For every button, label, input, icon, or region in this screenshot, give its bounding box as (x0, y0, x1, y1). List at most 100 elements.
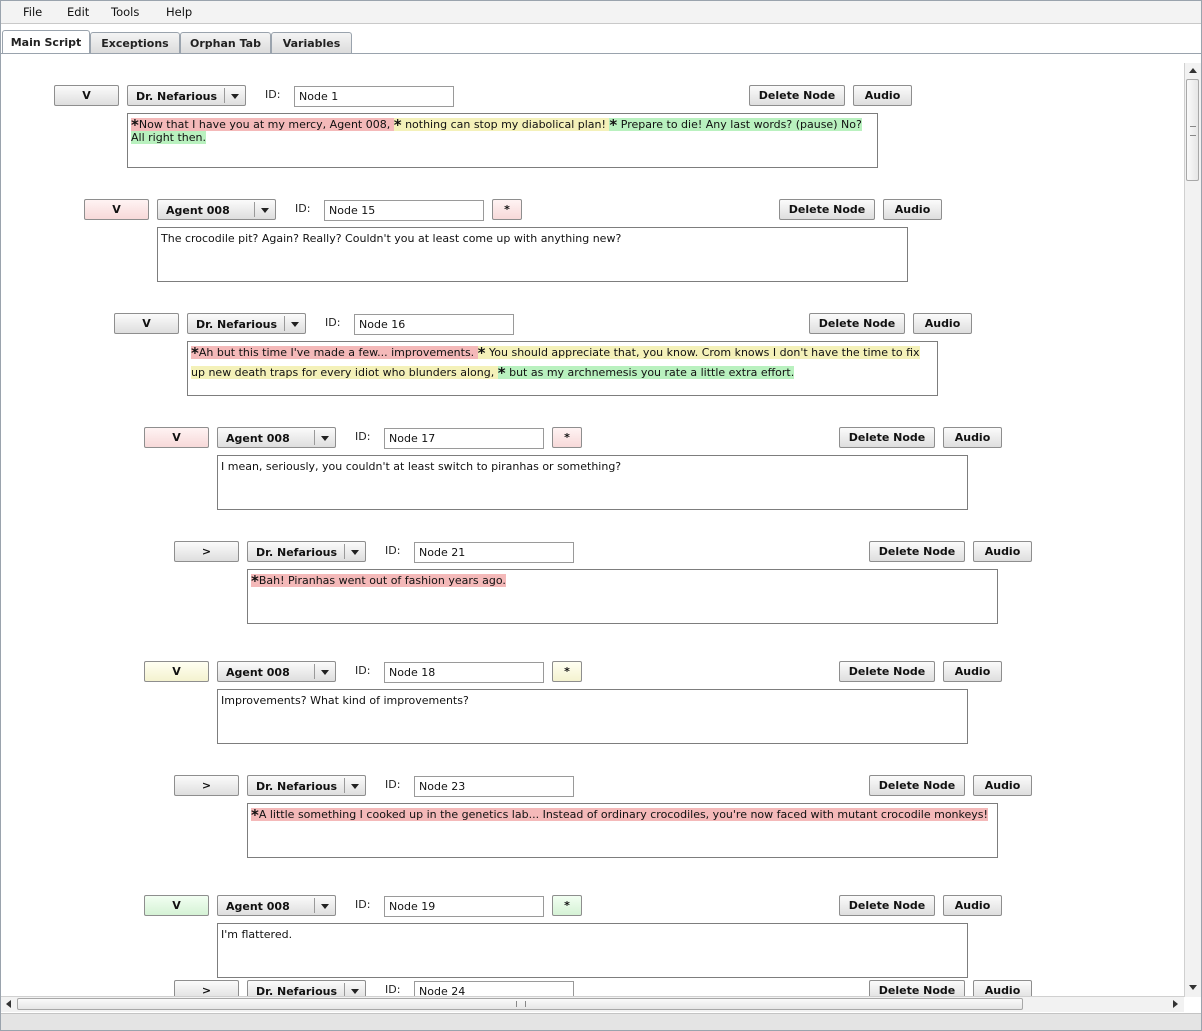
delete-node-button[interactable]: Delete Node (839, 427, 935, 448)
vertical-scroll-thumb[interactable] (1186, 79, 1199, 181)
dialogue-text-area[interactable]: *Bah! Piranhas went out of fashion years… (247, 569, 998, 624)
menu-tools[interactable]: Tools (111, 5, 140, 19)
dialogue-text-area[interactable]: *Ah but this time I've made a few... imp… (187, 341, 938, 396)
expand-toggle-button[interactable]: > (174, 541, 239, 562)
expand-toggle-button[interactable]: V (144, 895, 209, 916)
expand-toggle-button[interactable]: V (84, 199, 149, 220)
segment-text: The crocodile pit? Again? Really? Couldn… (161, 232, 622, 245)
star-button[interactable]: * (552, 427, 582, 448)
node-id-field[interactable]: Node 15 (324, 200, 484, 221)
speaker-dropdown[interactable]: Agent 008 (217, 661, 336, 682)
tab-main-script[interactable]: Main Script (2, 30, 90, 53)
audio-button[interactable]: Audio (913, 313, 972, 334)
dropdown-separator (224, 88, 225, 103)
status-bar (1, 1013, 1201, 1030)
id-label: ID: (385, 983, 401, 996)
expand-toggle-button[interactable]: V (54, 85, 119, 106)
speaker-dropdown[interactable]: Agent 008 (217, 427, 336, 448)
tab-orphan-tab[interactable]: Orphan Tab (180, 32, 271, 53)
speaker-dropdown[interactable]: Dr. Nefarious (247, 980, 366, 996)
speaker-dropdown[interactable]: Agent 008 (217, 895, 336, 916)
segment-text: but as my archnemesis you rate a little … (505, 366, 795, 379)
node-id-field[interactable]: Node 21 (414, 542, 574, 563)
vertical-scrollbar[interactable] (1184, 63, 1201, 997)
speaker-dropdown[interactable]: Agent 008 (157, 199, 276, 220)
delete-node-button[interactable]: Delete Node (869, 775, 965, 796)
dropdown-separator (344, 778, 345, 793)
scroll-right-icon[interactable] (1173, 1000, 1178, 1008)
speaker-name: Dr. Nefarious (256, 780, 338, 793)
delete-node-button[interactable]: Delete Node (809, 313, 905, 334)
chevron-down-icon (351, 784, 359, 789)
dropdown-separator (284, 316, 285, 331)
scroll-left-icon[interactable] (6, 1000, 11, 1008)
audio-button[interactable]: Audio (973, 541, 1032, 562)
horizontal-scrollbar[interactable] (1, 996, 1184, 1012)
expand-toggle-button[interactable]: V (144, 661, 209, 682)
dialogue-text-area[interactable]: I mean, seriously, you couldn't at least… (217, 455, 968, 510)
delete-node-button[interactable]: Delete Node (749, 85, 845, 106)
id-label: ID: (265, 88, 281, 101)
star-button[interactable]: * (552, 895, 582, 916)
dropdown-separator (254, 202, 255, 217)
expand-toggle-button[interactable]: > (174, 980, 239, 996)
tab-exceptions[interactable]: Exceptions (90, 32, 180, 53)
delete-node-button[interactable]: Delete Node (839, 661, 935, 682)
node-id-field[interactable]: Node 17 (384, 428, 544, 449)
speaker-dropdown[interactable]: Dr. Nefarious (127, 85, 246, 106)
chevron-down-icon (321, 670, 329, 675)
node-id-field[interactable]: Node 19 (384, 896, 544, 917)
expand-toggle-button[interactable]: V (144, 427, 209, 448)
menu-file[interactable]: File (23, 5, 43, 19)
audio-button[interactable]: Audio (883, 199, 942, 220)
dropdown-separator (344, 544, 345, 559)
dialogue-text-area[interactable]: *A little something I cooked up in the g… (247, 803, 998, 858)
scroll-up-icon[interactable] (1189, 68, 1197, 73)
node-id-field[interactable]: Node 23 (414, 776, 574, 797)
menu-bar: File Edit Tools Help (1, 1, 1201, 24)
id-label: ID: (355, 664, 371, 677)
dialogue-text-area[interactable]: The crocodile pit? Again? Really? Couldn… (157, 227, 908, 282)
node-id-field[interactable]: Node 24 (414, 981, 574, 996)
menu-edit[interactable]: Edit (67, 5, 90, 19)
star-button[interactable]: * (492, 199, 522, 220)
audio-button[interactable]: Audio (943, 661, 1002, 682)
menu-help[interactable]: Help (166, 5, 193, 19)
scroll-down-icon[interactable] (1189, 985, 1197, 990)
audio-button[interactable]: Audio (973, 980, 1032, 996)
audio-button[interactable]: Audio (943, 427, 1002, 448)
speaker-dropdown[interactable]: Dr. Nefarious (187, 313, 306, 334)
expand-toggle-button[interactable]: V (114, 313, 179, 334)
dialogue-text-area[interactable]: Improvements? What kind of improvements? (217, 689, 968, 744)
dialogue-text-area[interactable]: *Now that I have you at my mercy, Agent … (127, 113, 878, 168)
speaker-dropdown[interactable]: Dr. Nefarious (247, 775, 366, 796)
segment-text: Bah! Piranhas went out of fashion years … (258, 574, 506, 587)
audio-button[interactable]: Audio (973, 775, 1032, 796)
speaker-name: Dr. Nefarious (196, 318, 278, 331)
dropdown-separator (314, 430, 315, 445)
expand-toggle-button[interactable]: > (174, 775, 239, 796)
dialogue-text-area[interactable]: I'm flattered. (217, 923, 968, 978)
star-button[interactable]: * (552, 661, 582, 682)
audio-button[interactable]: Audio (853, 85, 912, 106)
delete-node-button[interactable]: Delete Node (779, 199, 875, 220)
speaker-name: Agent 008 (226, 900, 290, 913)
tab-bar: Main Script Exceptions Orphan Tab Variab… (1, 30, 1201, 54)
node-id-field[interactable]: Node 16 (354, 314, 514, 335)
segment-star-icon: * (131, 116, 139, 134)
grip-icon (516, 1001, 526, 1007)
delete-node-button[interactable]: Delete Node (839, 895, 935, 916)
id-label: ID: (355, 898, 371, 911)
node-id-field[interactable]: Node 1 (294, 86, 454, 107)
horizontal-scroll-thumb[interactable] (17, 998, 1023, 1010)
delete-node-button[interactable]: Delete Node (869, 980, 965, 996)
segment-star-icon: * (251, 806, 259, 824)
tab-variables[interactable]: Variables (271, 32, 352, 53)
dropdown-separator (314, 898, 315, 913)
audio-button[interactable]: Audio (943, 895, 1002, 916)
id-label: ID: (325, 316, 341, 329)
speaker-dropdown[interactable]: Dr. Nefarious (247, 541, 366, 562)
node-id-field[interactable]: Node 18 (384, 662, 544, 683)
delete-node-button[interactable]: Delete Node (869, 541, 965, 562)
